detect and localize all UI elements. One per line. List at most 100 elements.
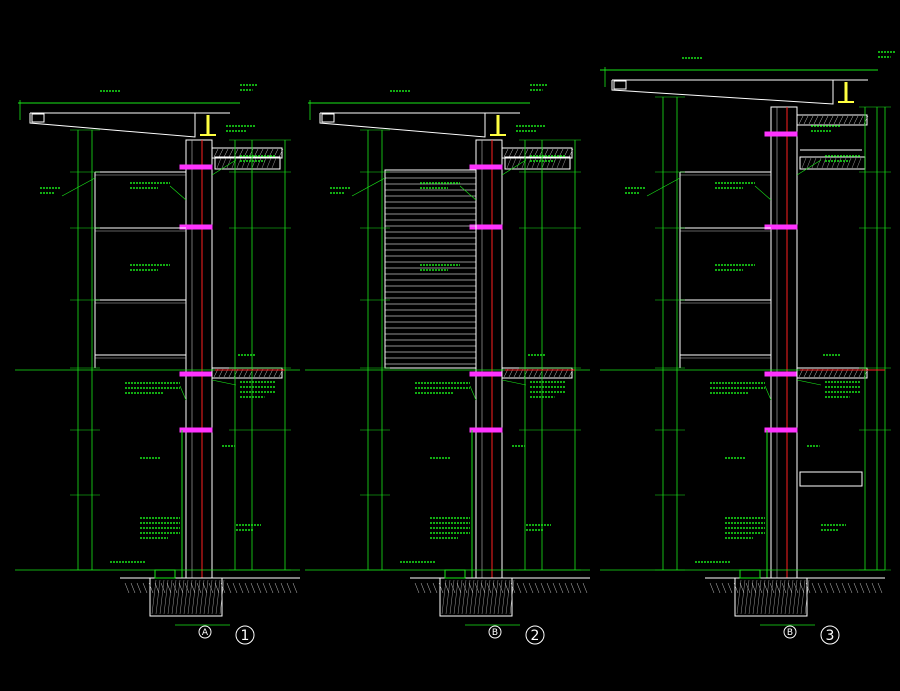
ground-hatch — [745, 582, 751, 594]
parapet-hatch — [836, 157, 842, 169]
section-1-axis-label: A — [202, 628, 209, 638]
leader-line — [179, 385, 187, 401]
parapet-hatch — [546, 157, 552, 169]
ground-hatch — [558, 582, 564, 594]
foundation-hatch — [203, 579, 209, 615]
wall-outline — [770, 106, 798, 579]
slab-hatch — [828, 115, 834, 125]
ground-hatch — [130, 582, 136, 594]
foundation-hatch — [796, 579, 802, 615]
ground-hatch — [202, 582, 208, 594]
ground-hatch — [220, 582, 226, 594]
slab-marker-2 — [469, 371, 503, 377]
foundation-hatch — [501, 579, 507, 615]
ground-hatch — [829, 582, 835, 594]
ground-hatch — [522, 582, 528, 594]
canopy-edge-block — [321, 113, 335, 123]
parapet-hatch — [801, 157, 807, 169]
slab-hatch — [853, 115, 859, 125]
slab-hatch — [568, 148, 574, 158]
ground-hatch — [196, 582, 202, 594]
foundation-hatch — [195, 579, 201, 615]
ground-hatch — [142, 582, 148, 594]
slab-marker-2 — [764, 371, 798, 377]
foundation-hatch — [780, 579, 786, 615]
foundation-hatch — [736, 579, 742, 615]
parapet-hatch — [816, 157, 822, 169]
slab-marker-3 — [764, 427, 798, 433]
foundation-hatch — [441, 579, 447, 615]
ground-hatch — [232, 582, 238, 594]
slab-marker-0 — [469, 164, 503, 170]
ground-hatch — [751, 582, 757, 594]
ground-hatch — [262, 582, 268, 594]
parapet-hatch — [556, 157, 562, 169]
foundation-hatch — [485, 579, 491, 615]
ground-hatch — [190, 582, 196, 594]
slab-hatch — [833, 115, 839, 125]
foundation-hatch — [772, 579, 778, 615]
slab-hatch — [503, 148, 509, 158]
ground-hatch — [859, 582, 865, 594]
leader-line — [796, 379, 822, 386]
foundation-hatch — [461, 579, 467, 615]
section-3-tag-circle — [820, 625, 840, 645]
ground-hatch — [450, 582, 456, 594]
foundation-hatch — [756, 579, 762, 615]
parapet-hatch — [821, 157, 827, 169]
slab-hatch — [818, 115, 824, 125]
foundation-hatch — [760, 579, 766, 615]
slab-hatch — [513, 148, 519, 158]
foundation-hatch — [792, 579, 798, 615]
section-1-tag-number: 1 — [241, 628, 250, 644]
parapet-hatch — [851, 157, 857, 169]
slab-hatch — [803, 115, 809, 125]
ground-hatch — [136, 582, 142, 594]
parapet-hatch — [256, 157, 262, 169]
section-2-axis-bubble — [488, 625, 502, 639]
leader-line — [211, 159, 237, 176]
parapet-hatch — [246, 157, 252, 169]
ground-hatch — [811, 582, 817, 594]
ground-hatch — [432, 582, 438, 594]
foundation-hatch — [509, 579, 515, 615]
ground-hatch — [172, 582, 178, 594]
ground-hatch — [184, 582, 190, 594]
ground-hatch — [871, 582, 877, 594]
slab-hatch — [558, 148, 564, 158]
parapet-hatch — [236, 157, 242, 169]
floor-slab-0 — [796, 114, 868, 126]
canopy-edge-block — [31, 113, 45, 123]
foundation-hatch — [171, 579, 177, 615]
foundation-hatch — [800, 579, 806, 615]
ground-hatch — [486, 582, 492, 594]
slab-hatch — [798, 115, 804, 125]
ground-hatch — [166, 582, 172, 594]
drain-channel — [739, 569, 761, 579]
slab-hatch — [238, 148, 244, 158]
section-1-tag-circle — [235, 625, 255, 645]
slab-hatch — [253, 148, 259, 158]
ground-hatch — [570, 582, 576, 594]
leader-line — [754, 185, 772, 201]
floor-slab-1 — [796, 367, 868, 379]
drain-channel — [444, 569, 466, 579]
ground-hatch — [238, 582, 244, 594]
ground-hatch — [256, 582, 262, 594]
ground-hatch — [709, 582, 715, 594]
parapet-block — [504, 156, 571, 170]
slab-marker-1 — [179, 224, 213, 230]
parapet-hatch — [551, 157, 557, 169]
ground-hatch — [286, 582, 292, 594]
parapet-hatch — [856, 157, 862, 169]
foundation-hatch — [481, 579, 487, 615]
parapet-hatch — [521, 157, 527, 169]
slab-hatch — [508, 148, 514, 158]
leader-line — [169, 185, 187, 201]
section-1-linework — [15, 84, 300, 626]
leader-line — [61, 177, 96, 197]
slab-hatch — [543, 148, 549, 158]
foundation-hatch — [457, 579, 463, 615]
foundation-hatch — [776, 579, 782, 615]
